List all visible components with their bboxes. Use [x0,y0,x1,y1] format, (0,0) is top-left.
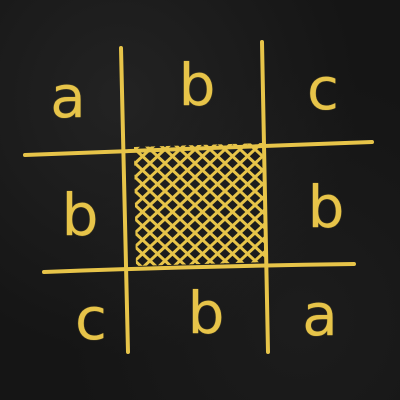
hatch-stroke [134,143,162,266]
hatch-stroke [138,143,266,266]
hatch-stroke [228,143,266,266]
cell-r1c2-letter: b [178,51,216,120]
hatch-stroke [228,143,266,266]
cell-r3c3-letter: a [302,281,338,350]
cell-r2c3-letter: b [307,173,345,242]
cell-r1c3-letter: c [307,55,339,124]
hatch-stroke [134,143,252,266]
hatch-stroke [198,143,266,266]
hatch-stroke [134,143,237,266]
cell-r2c1-letter: b [61,181,99,250]
hatch-stroke [134,143,162,266]
hatch-stroke [134,143,222,266]
grid-line-vertical-left [119,46,130,354]
hatch-stroke [213,143,266,266]
hatch-stroke [168,143,266,266]
grid-line-horizontal-top [23,140,374,157]
grid-line-horizontal-bottom [42,262,356,274]
hatch-stroke [153,143,266,266]
cell-r1c1-letter: a [50,63,86,132]
cell-r3c2-letter: b [187,279,225,348]
hatch-stroke [134,143,266,266]
hatch-stroke [213,143,266,266]
hatch-stroke [134,143,192,266]
hatch-stroke [183,143,266,266]
grid-line-vertical-right [260,40,270,354]
hatch-stroke [198,143,266,266]
cell-r3c1-letter: c [75,285,107,354]
hatch-stroke [134,143,177,266]
hatch-stroke [134,143,177,266]
hatch-stroke [134,143,192,266]
hatch-stroke [134,143,207,266]
